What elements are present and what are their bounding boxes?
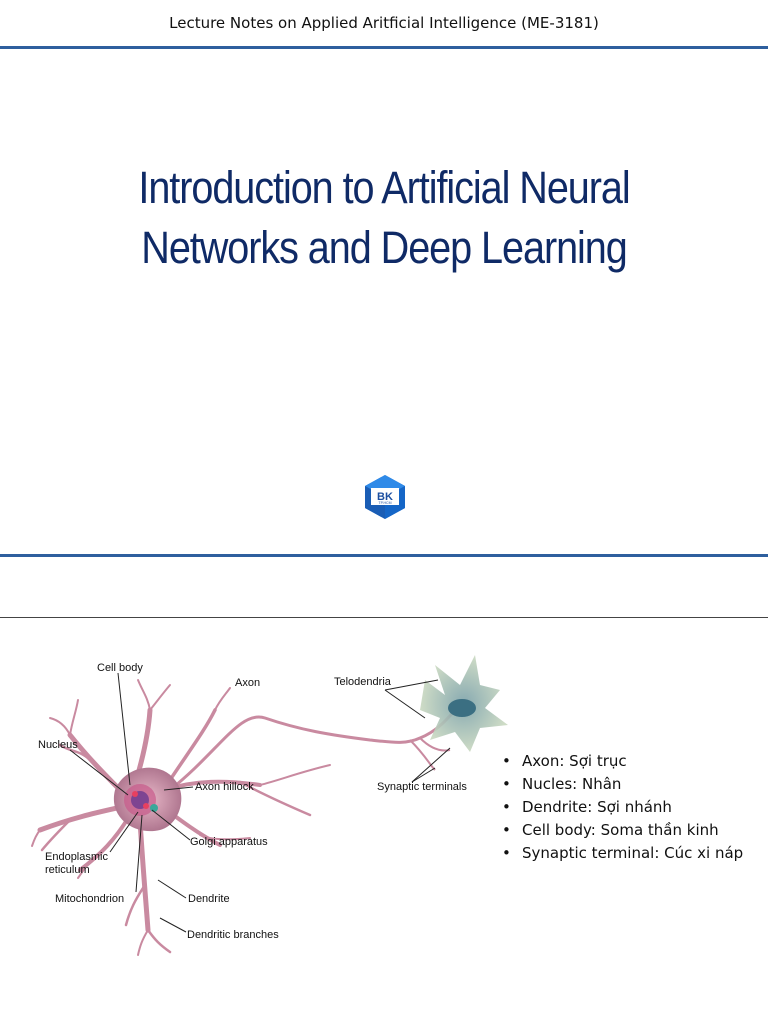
bullet-item: Cell body: Soma thần kinh <box>500 819 750 842</box>
golgi-apparatus <box>150 804 158 812</box>
logo-subtext: TP.HCM <box>379 501 392 505</box>
label-axon: Axon <box>235 677 260 689</box>
label-axon-hillock: Axon hillock <box>195 781 254 793</box>
label-nucleus: Nucleus <box>38 739 78 751</box>
logo-text: BK <box>377 491 393 503</box>
dendrites <box>31 679 331 956</box>
label-mitochondrion: Mitochondrion <box>55 893 124 905</box>
slide-title: Introduction to Artificial Neural Networ… <box>46 158 722 278</box>
bullet-item: Synaptic terminal: Cúc xi náp <box>500 842 750 865</box>
neuron-diagram: Cell body Axon Telodendria Nucleus Axon … <box>31 655 508 956</box>
label-synaptic-terminals: Synaptic terminals <box>377 781 467 793</box>
label-cell-body: Cell body <box>97 662 143 674</box>
axon-path <box>169 703 462 792</box>
label-dendrite: Dendrite <box>188 893 230 905</box>
label-golgi-apparatus: Golgi apparatus <box>190 836 268 848</box>
bk-university-logo: BK TP.HCM <box>365 475 405 519</box>
cell-body <box>113 767 182 832</box>
label-endoplasmic-2: reticulum <box>45 864 90 876</box>
synaptic-terminal-cell <box>409 655 508 771</box>
bullet-item: Nucles: Nhân <box>500 773 750 796</box>
bullet-item: Axon: Sợi trục <box>500 750 750 773</box>
label-endoplasmic-1: Endoplasmic <box>45 851 108 863</box>
slide-bottom-divider <box>0 554 768 557</box>
page-separator <box>0 617 768 618</box>
term-translation-list: Axon: Sợi trục Nucles: Nhân Dendrite: Sợ… <box>500 750 750 865</box>
label-dendritic-branches: Dendritic branches <box>187 929 279 941</box>
slide-title-line-1: Introduction to Artificial Neural <box>138 162 630 213</box>
bullet-item: Dendrite: Sợi nhánh <box>500 796 750 819</box>
label-telodendria: Telodendria <box>334 676 392 688</box>
slide-title-line-2: Networks and Deep Learning <box>141 222 628 273</box>
lecture-header: Lecture Notes on Applied Aritficial Inte… <box>169 14 599 32</box>
header-divider <box>0 46 768 49</box>
label-leader-lines <box>69 672 451 933</box>
